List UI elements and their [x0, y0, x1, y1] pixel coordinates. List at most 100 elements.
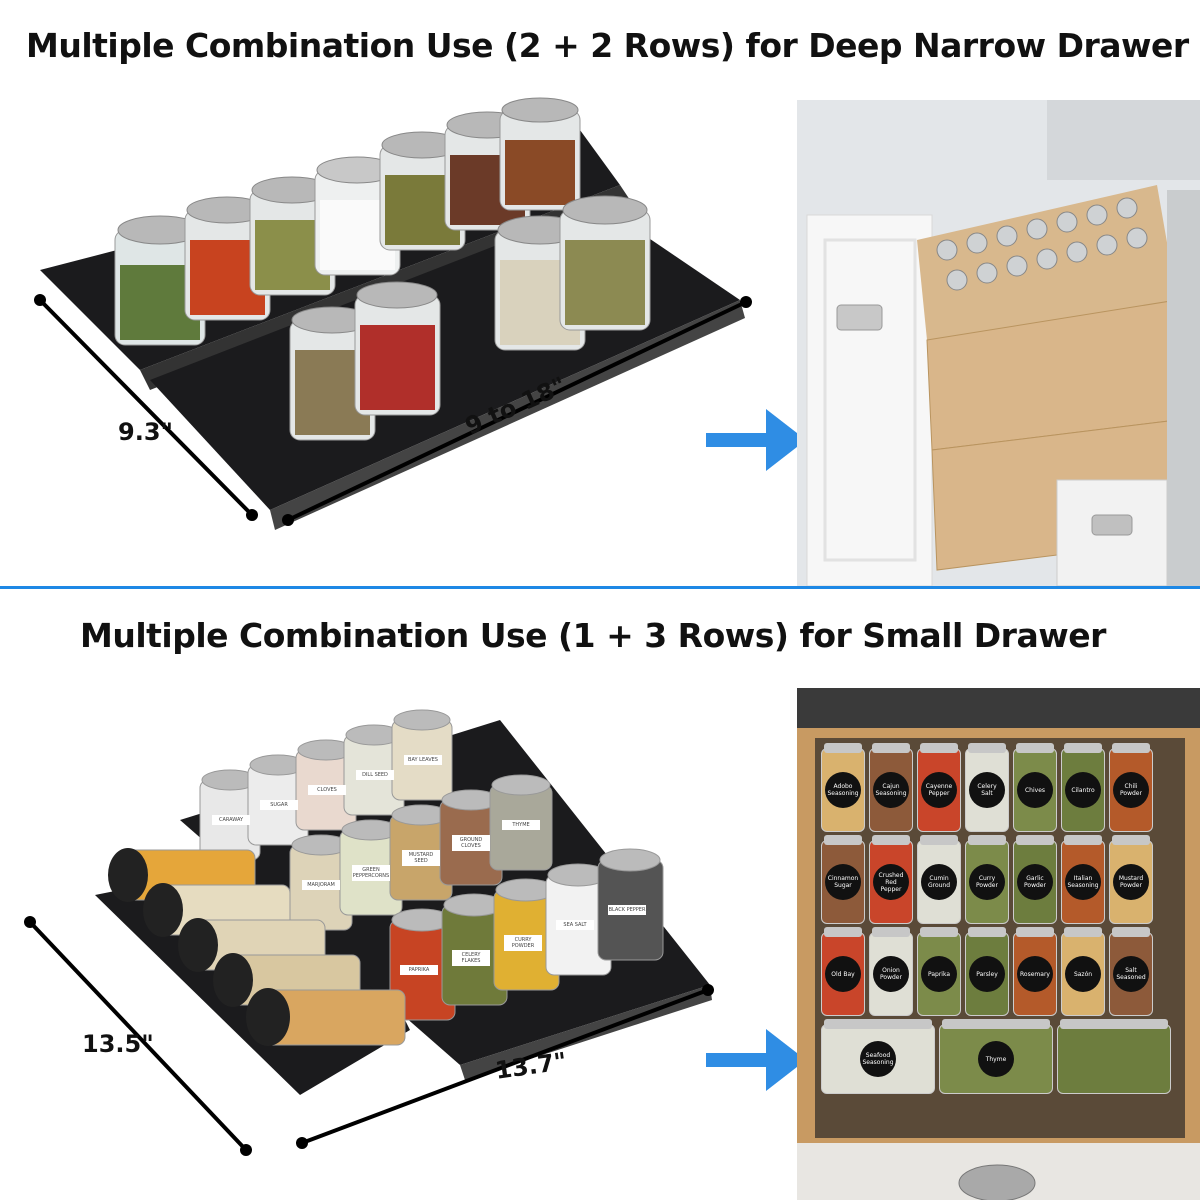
bottom-drawer-photo: Adobo Seasoning Cajun Seasoning Cayenne Pe… — [797, 688, 1200, 1200]
jar-cap — [1064, 927, 1102, 937]
jar-label: Curry Powder — [969, 864, 1005, 900]
drawer-jar: Italian Seasoning — [1061, 835, 1105, 924]
tray-jar-label: CARAWAY — [212, 815, 250, 825]
jar-label: Seafood Seasoning — [860, 1041, 896, 1077]
drawer-jar: Garlic Powder — [1013, 835, 1057, 924]
top-title: Multiple Combination Use (2 + 2 Rows) fo… — [26, 26, 1189, 65]
jar-label: Paprika — [921, 956, 957, 992]
drawer-jar: Mustard Powder — [1109, 835, 1153, 924]
drawer-jar-row: Adobo Seasoning Cajun Seasoning Cayenne Pe… — [821, 743, 1181, 832]
jar-label: Parsley — [969, 956, 1005, 992]
tray-jar-label: CLOVES — [308, 785, 346, 795]
tray-jar-label: SUGAR — [260, 800, 298, 810]
bottom-arrow-icon — [706, 1025, 806, 1095]
jar-label: Celery Salt — [969, 772, 1005, 808]
drawer-knob — [958, 1164, 1036, 1200]
drawer-jar: Onion Powder — [869, 927, 913, 1016]
jar-cap — [1064, 835, 1102, 845]
drawer-jar: Chives — [1013, 743, 1057, 832]
jar-label: Chives — [1017, 772, 1053, 808]
jar-cap — [942, 1019, 1050, 1029]
jar-cap — [1112, 927, 1150, 937]
jar-cap — [824, 927, 862, 937]
bottom-width-label: 13.5" — [82, 1030, 154, 1058]
jar-label: Cumin Ground — [921, 864, 957, 900]
jar-cap — [1064, 743, 1102, 753]
drawer-jar: Thyme — [939, 1019, 1053, 1094]
top-arrow-icon — [706, 405, 806, 475]
tray-jar-label: GREEN PEPPERCORNS — [352, 865, 390, 881]
jar-label: Cinnamon Sugar — [825, 864, 861, 900]
top-width-label: 9.3" — [118, 418, 174, 446]
drawer-jar: Paprika — [917, 927, 961, 1016]
drawer-jar: Adobo Seasoning — [821, 743, 865, 832]
drawer-jar: Salt Seasoned — [1109, 927, 1153, 1016]
drawer-jar-grid: Adobo Seasoning Cajun Seasoning Cayenne Pe… — [821, 743, 1181, 1102]
door-handle — [836, 304, 883, 331]
jar-label: Salt Seasoned — [1113, 956, 1149, 992]
drawer-jar: Sazón — [1061, 927, 1105, 1016]
jar-label: Cayenne Pepper — [921, 772, 957, 808]
drawer-jar: Seafood Seasoning — [821, 1019, 935, 1094]
jar-cap — [1016, 835, 1054, 845]
drawer-jar: Cilantro — [1061, 743, 1105, 832]
jar-label: Adobo Seasoning — [825, 772, 861, 808]
jar-cap — [1016, 927, 1054, 937]
tray-jar-label: DILL SEED — [356, 770, 394, 780]
drawer-jar: Old Bay — [821, 927, 865, 1016]
tray-jar-label: PAPRIKA — [400, 965, 438, 975]
length-dimension-line — [287, 300, 747, 522]
jar-label: Cilantro — [1065, 772, 1101, 808]
tray-jar-label: MUSTARD SEED — [402, 850, 440, 866]
back-row-jars — [114, 97, 581, 346]
jar-label: Italian Seasoning — [1065, 864, 1101, 900]
jar-cap — [968, 835, 1006, 845]
bottom-width-dimension-line — [28, 920, 248, 1152]
tray-jar-label: CELERY FLAKES — [452, 950, 490, 966]
drawer-jar: Rosemary — [1013, 927, 1057, 1016]
tray-jar-label: BAY LEAVES — [404, 755, 442, 765]
jar-label: Sazón — [1065, 956, 1101, 992]
top-drawer-photo — [797, 100, 1200, 586]
drawer-jar: Crushed Red Pepper — [869, 835, 913, 924]
drawer-jar: Cajun Seasoning — [869, 743, 913, 832]
tray-jar-label: CURRY POWDER — [504, 935, 542, 951]
jar-cap — [824, 835, 862, 845]
drawer-jar: Celery Salt — [965, 743, 1009, 832]
tray-jar-label: GROUND CLOVES — [452, 835, 490, 851]
tray-jar-label: BLACK PEPPER — [608, 905, 646, 915]
bottom-length-dimension-line — [301, 988, 709, 1145]
drawer-jar: Parsley — [965, 927, 1009, 1016]
section-divider — [0, 586, 1200, 589]
jar-label: Old Bay — [825, 956, 861, 992]
jar-cap — [920, 927, 958, 937]
bottom-title: Multiple Combination Use (1 + 3 Rows) fo… — [80, 616, 1106, 655]
top-product-image — [20, 90, 760, 540]
jar-cap — [824, 743, 862, 753]
jar-cap — [920, 835, 958, 845]
drawer-jar-row: Seafood Seasoning Thyme — [821, 1019, 1181, 1094]
tray-jar-label: MARJORAM — [302, 880, 340, 890]
jar-cap — [1016, 743, 1054, 753]
drawer-jar — [1057, 1019, 1171, 1094]
drawer-jar: Chili Powder — [1109, 743, 1153, 832]
jar-cap — [1112, 835, 1150, 845]
bottom-product-image: CARAWAY SUGAR CLOVES DILL SEED BAY LEAVES MAR… — [20, 700, 760, 1180]
jar-cap — [920, 743, 958, 753]
drawer-jar: Curry Powder — [965, 835, 1009, 924]
jar-label: Rosemary — [1017, 956, 1053, 992]
jar-cap — [1060, 1019, 1168, 1029]
jar-cap — [872, 927, 910, 937]
jar-label: Crushed Red Pepper — [873, 864, 909, 900]
drawer-jar: Cumin Ground — [917, 835, 961, 924]
drawer-jar: Cinnamon Sugar — [821, 835, 865, 924]
jar-cap — [872, 743, 910, 753]
front-row-jars — [289, 195, 651, 441]
jar-label: Chili Powder — [1113, 772, 1149, 808]
jar-label: Thyme — [978, 1041, 1014, 1077]
jar-label: Cajun Seasoning — [873, 772, 909, 808]
drawer-jar: Cayenne Pepper — [917, 743, 961, 832]
jar-cap — [1112, 743, 1150, 753]
tray-jar-label: THYME — [502, 820, 540, 830]
